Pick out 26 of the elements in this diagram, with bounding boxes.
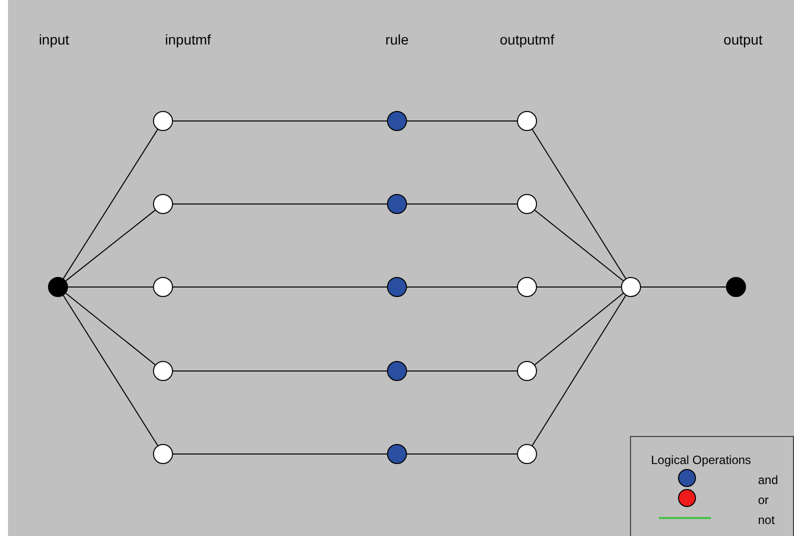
connector-line <box>406 120 518 122</box>
connector-line <box>532 128 626 280</box>
connector-line <box>406 286 518 288</box>
column-heading: output <box>724 30 762 50</box>
column-heading: input <box>38 30 70 50</box>
column-heading: inputmf <box>165 30 211 50</box>
connector-line <box>172 120 388 122</box>
connector-line <box>640 286 726 288</box>
connector-line <box>172 370 388 372</box>
connector-line <box>536 286 622 288</box>
connector-line <box>172 286 388 288</box>
legend-label: not <box>758 512 775 529</box>
legend-title: Logical Operations <box>651 452 752 469</box>
connector-line <box>534 210 624 282</box>
connector-line <box>62 128 158 280</box>
connector-line <box>65 292 156 366</box>
connector-line <box>65 210 156 282</box>
connector-line <box>68 286 154 288</box>
connector-line <box>406 370 518 372</box>
connector-line <box>534 292 624 366</box>
connector-line <box>62 294 158 446</box>
legend-label: or <box>758 492 769 509</box>
connector-line <box>532 295 626 446</box>
legend-label: and <box>758 472 778 489</box>
column-heading: rule <box>385 30 409 50</box>
column-heading: outputmf <box>500 30 554 50</box>
